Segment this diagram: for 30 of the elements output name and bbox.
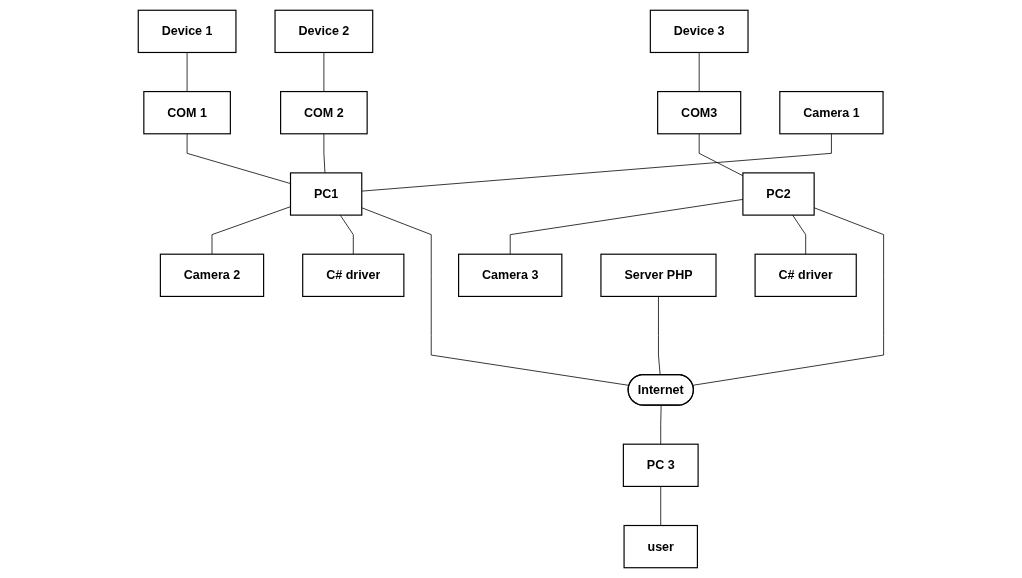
node-box: PC2 xyxy=(742,172,815,216)
connector xyxy=(361,207,630,386)
connector xyxy=(339,214,354,255)
connector xyxy=(658,296,661,376)
node-box: Device 2 xyxy=(274,9,374,54)
node-box: user xyxy=(623,524,699,569)
connector xyxy=(692,207,885,386)
node-box: Server PHP xyxy=(600,253,717,297)
connector xyxy=(660,405,662,445)
node-box: C# driver xyxy=(754,253,857,297)
node-box: PC 3 xyxy=(622,443,699,487)
connector xyxy=(323,133,326,174)
connector xyxy=(361,133,832,192)
node-box: PC1 xyxy=(290,172,363,216)
connector xyxy=(186,52,188,92)
node-box: C# driver xyxy=(302,253,405,297)
connector xyxy=(660,486,662,526)
node-box: Device 3 xyxy=(649,9,749,54)
node-box: Camera 3 xyxy=(458,253,563,297)
connector xyxy=(792,214,807,255)
node-box: Camera 1 xyxy=(779,91,884,135)
node-box: COM 2 xyxy=(280,91,368,135)
node-box: COM 1 xyxy=(143,91,231,135)
connector xyxy=(211,206,291,255)
node-box: COM3 xyxy=(657,91,742,135)
node-box: Device 1 xyxy=(137,9,237,54)
connector xyxy=(698,52,700,92)
node-box: Camera 2 xyxy=(159,253,265,297)
connector xyxy=(323,52,325,92)
connector xyxy=(186,133,291,184)
